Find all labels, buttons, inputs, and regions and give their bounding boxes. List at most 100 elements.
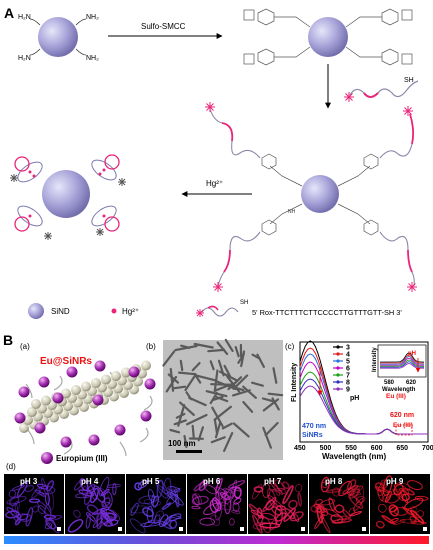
cell-structure	[337, 515, 347, 524]
confocal-ph-label: pH 8	[325, 477, 343, 486]
tem-rod	[186, 413, 208, 426]
cell-structure	[67, 518, 84, 533]
legend-marker	[336, 366, 340, 370]
cell-structure	[295, 483, 303, 493]
cell-structure	[394, 519, 406, 526]
cell-structure	[231, 509, 241, 514]
silica-bead	[71, 385, 81, 395]
x-tick-label: 450	[294, 445, 306, 452]
cell-structure	[193, 481, 206, 492]
cell-structure	[232, 502, 240, 512]
legend-ph-value: 5	[346, 359, 350, 366]
cell-structure	[271, 506, 282, 516]
tem-rod	[242, 401, 254, 413]
confocal-ph-label: pH 5	[142, 477, 160, 486]
cell-structure	[103, 491, 113, 508]
tem-rod	[179, 359, 184, 372]
silica-bead	[111, 371, 121, 381]
tem-rod	[213, 383, 233, 392]
tem-rod	[217, 359, 225, 377]
cell-structure	[259, 522, 281, 529]
cell-structure	[86, 504, 99, 515]
cell-structure	[156, 479, 164, 498]
panel-a-legend: SiND Hg²⁺ SH 5' Rox-TTCTTTCTTCCCCTTGTTTG…	[28, 300, 402, 319]
silica-bead	[101, 374, 111, 385]
cell-structure	[389, 505, 398, 513]
nh2-label-br: NH₂	[86, 55, 99, 62]
cell-structure	[349, 510, 362, 517]
cell-structure	[316, 505, 324, 524]
probe-legend-sh: SH	[240, 300, 248, 306]
maleimide-nanoparticle	[243, 8, 413, 66]
cell-structure	[148, 489, 155, 503]
ligand-chain	[119, 441, 127, 457]
cell-structure	[106, 483, 121, 489]
cell-structure	[24, 484, 35, 493]
legend-marker	[336, 359, 340, 363]
cell-structure	[130, 502, 139, 516]
sind-legend-icon	[28, 303, 44, 319]
legend-marker	[336, 387, 340, 391]
sind-sphere	[42, 170, 90, 218]
panel-a-letter: A	[4, 5, 14, 21]
cell-structure	[157, 485, 174, 500]
tem-rod	[173, 385, 187, 390]
sind-sphere	[301, 175, 339, 213]
inset-line	[380, 352, 424, 363]
cell-structure	[37, 505, 46, 514]
cell-structure	[163, 477, 172, 495]
scale-bar-label: 100 nm	[168, 439, 196, 448]
ligand-chain	[143, 395, 153, 411]
cell-structure	[375, 520, 385, 529]
scale-marker	[179, 527, 183, 531]
cell-structure	[282, 485, 294, 505]
europium-ball	[114, 424, 126, 436]
cell-structure	[216, 488, 226, 506]
legend-marker	[336, 345, 340, 349]
probe-nanoparticle: NH	[205, 102, 417, 292]
cell-structure	[334, 504, 345, 513]
cell-structure	[256, 507, 263, 519]
rox-star-icon	[344, 92, 354, 102]
cell-structure	[289, 511, 304, 522]
cell-structure	[159, 520, 173, 530]
inset-chart: Intensity 580 620 Wavelength pH Eu (III)	[372, 344, 427, 400]
cell-structure	[347, 479, 357, 490]
cell-structure	[353, 497, 364, 512]
cell-structure	[402, 488, 416, 496]
scale-marker	[423, 527, 427, 531]
spectrum-lines	[299, 340, 428, 435]
europium-ball	[140, 410, 152, 422]
cell-structure	[377, 482, 386, 497]
hg-folded-nanoparticle	[10, 154, 126, 240]
tem-rod	[180, 344, 191, 349]
tem-rod	[188, 396, 207, 407]
confocal-ph-label: pH 6	[203, 477, 221, 486]
x-tick-label: 600	[371, 445, 383, 452]
cell-structure	[328, 497, 335, 511]
tem-rod	[178, 371, 197, 376]
confocal-image: pH 8	[309, 474, 369, 534]
tem-rod	[209, 360, 215, 371]
inset-line	[380, 357, 424, 366]
cell-structure	[199, 517, 216, 526]
tem-rod	[232, 374, 249, 390]
tem-rod	[223, 364, 231, 377]
legend-ph-value: 9	[346, 387, 350, 394]
nanorod	[14, 360, 156, 457]
nh2-label-tr: NH₂	[86, 14, 99, 21]
cell-structure	[105, 509, 121, 521]
cell-structure	[47, 490, 55, 511]
inset-tick-580: 580	[384, 380, 395, 386]
cell-structure	[319, 514, 331, 534]
cell-structure	[274, 479, 286, 495]
confocal-image: pH 4	[65, 474, 125, 534]
legend-ph-value: 8	[346, 380, 350, 387]
cell-structure	[267, 488, 277, 508]
cell-structure	[142, 507, 154, 518]
panel-a: A H₂N NH₂ H₂N NH₂ Sulfo-SMCC	[4, 5, 419, 319]
cell-structure	[112, 483, 117, 496]
cell-structure	[6, 507, 22, 519]
inset-line	[380, 354, 424, 364]
